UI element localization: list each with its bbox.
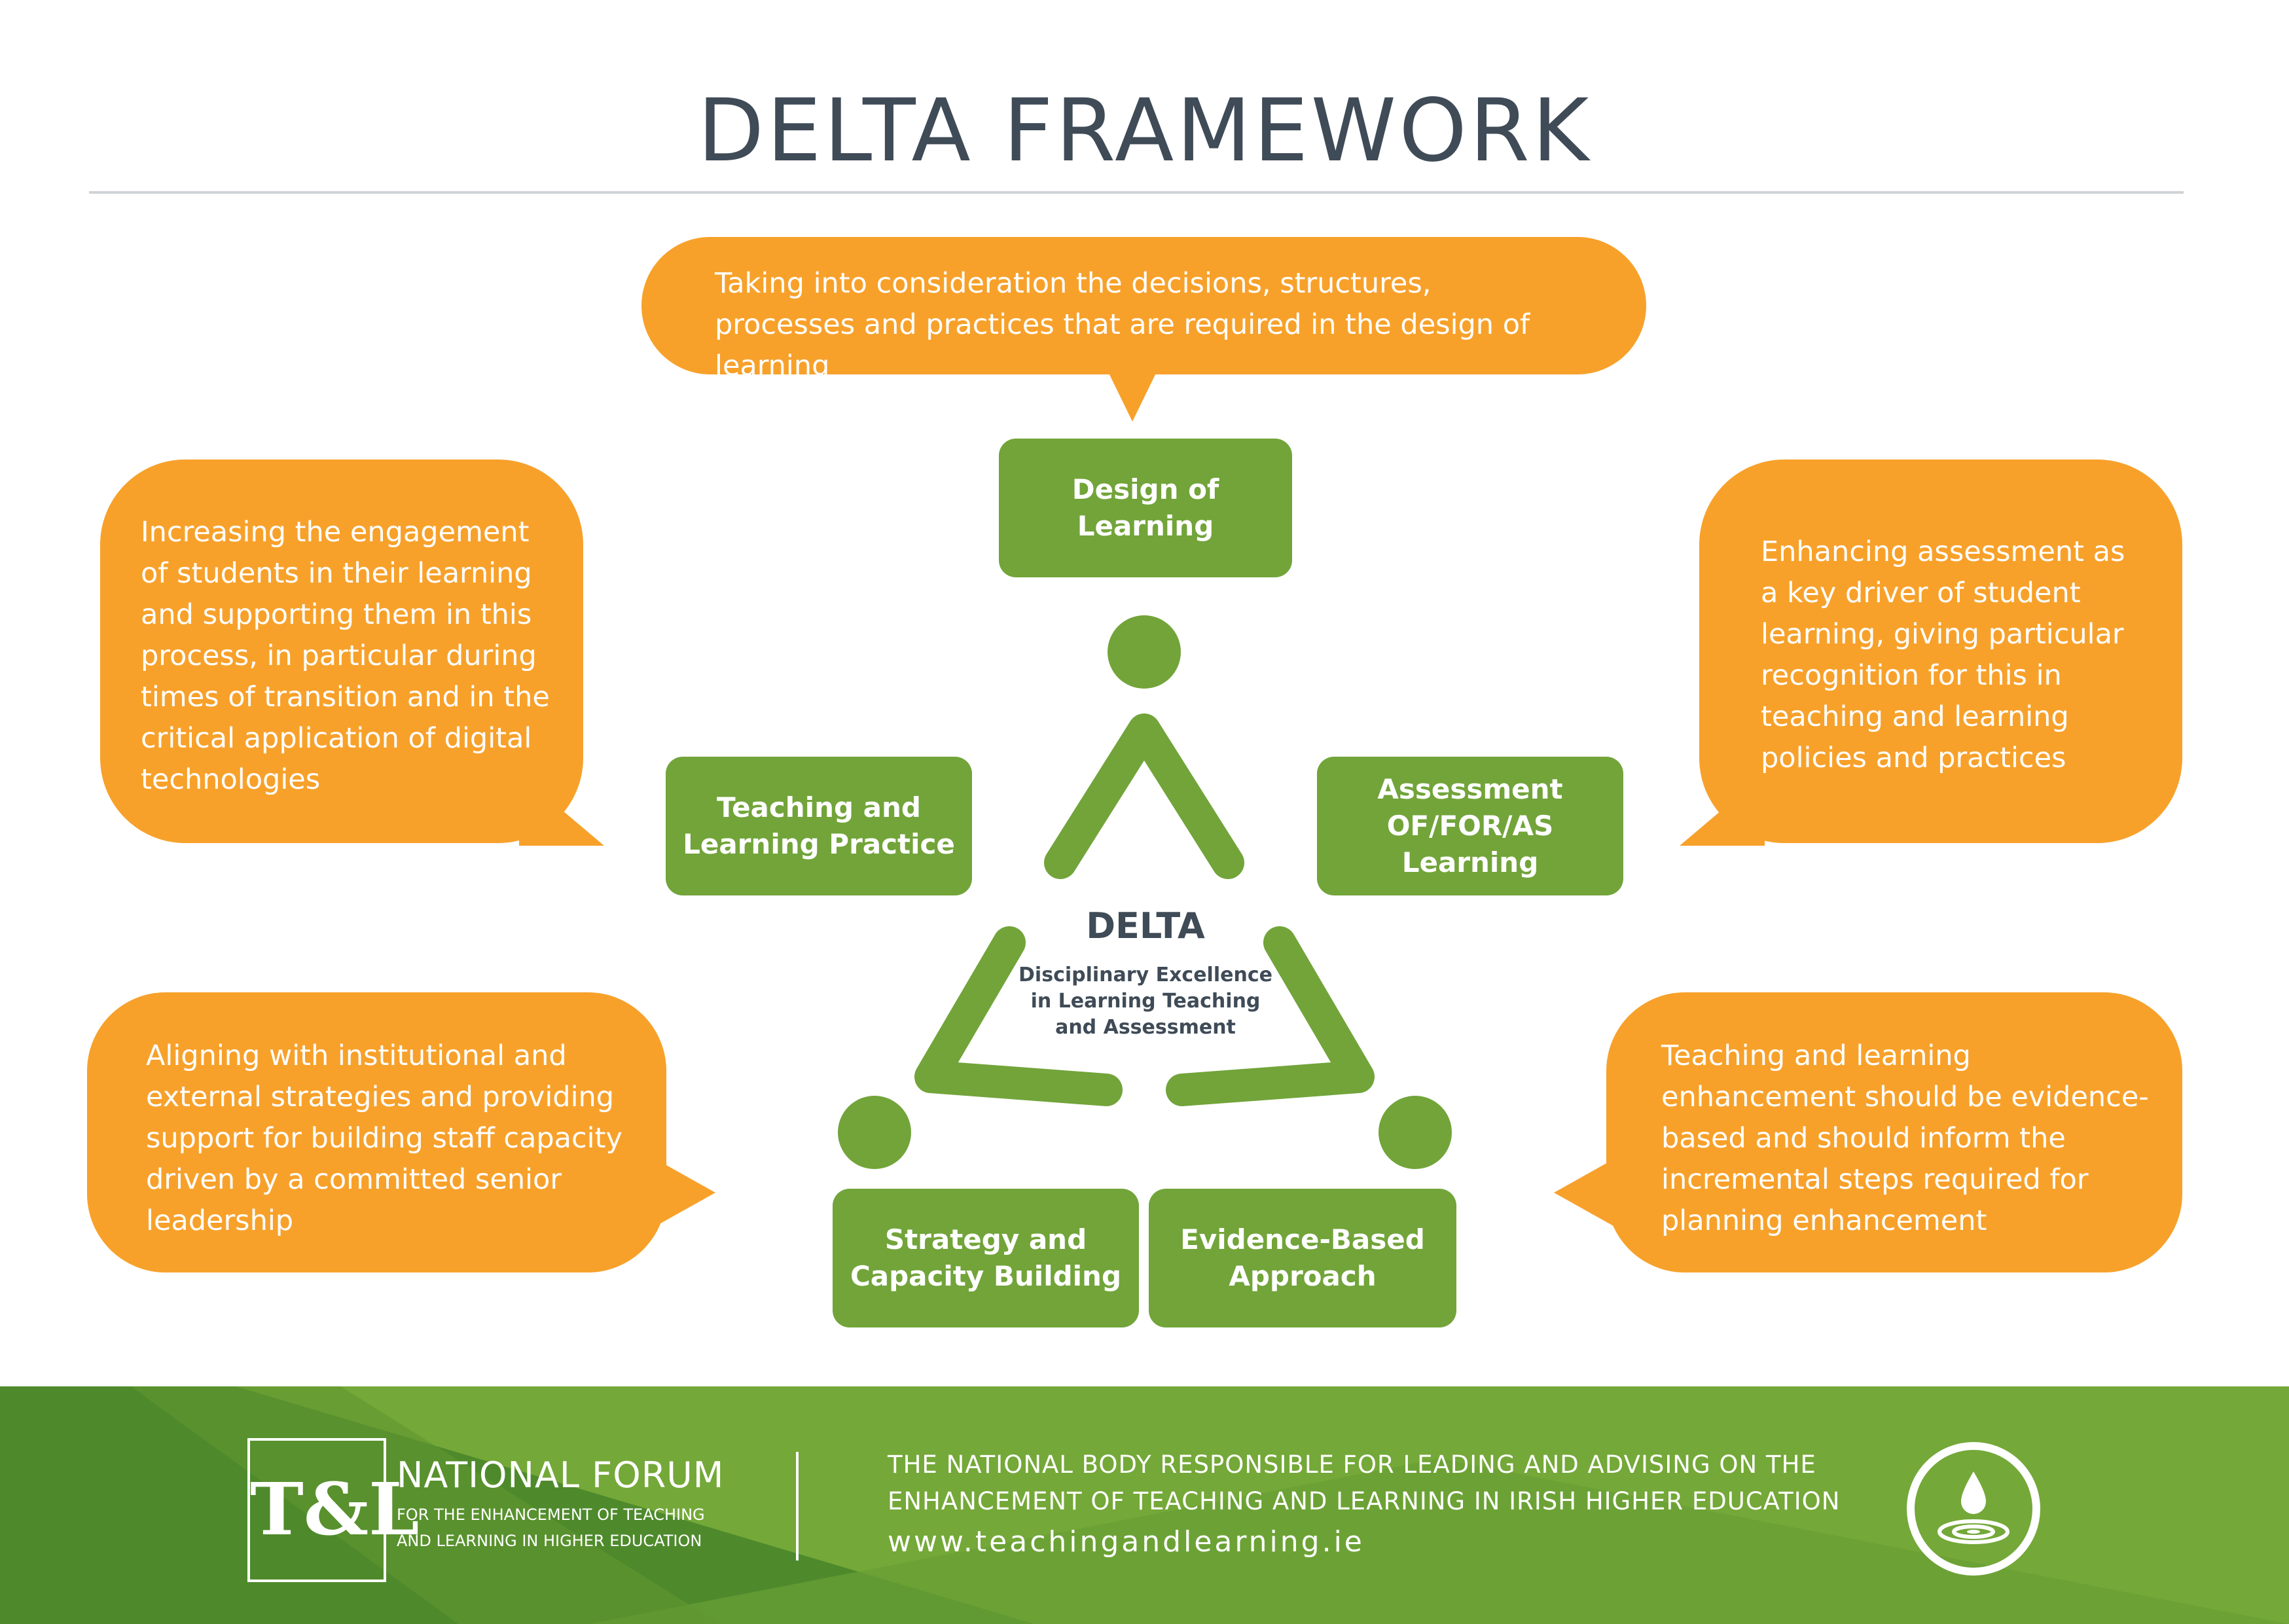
bubble-evidence-tail — [1554, 1156, 1619, 1229]
bubble-assessment-tail — [1680, 774, 1765, 846]
pillar-strategy: Strategy and Capacity Building — [833, 1189, 1139, 1327]
bubble-design-text: Taking into consideration the decisions,… — [715, 267, 1530, 382]
pillar-assessment: Assessment OF/FOR/AS Learning — [1317, 757, 1623, 895]
bubble-design: Taking into consideration the decisions,… — [641, 237, 1646, 422]
emblem-head-right — [1379, 1096, 1452, 1169]
org-subtitle: FOR THE ENHANCEMENT OF TEACHING AND LEAR… — [397, 1506, 705, 1550]
footer-url[interactable]: www.teachingandlearning.ie — [888, 1525, 1365, 1559]
footer-bg-light-wedge — [131, 1386, 720, 1624]
bubble-teaching-text: Increasing the engagement of students in… — [141, 516, 550, 796]
water-drop-icon — [1907, 1442, 2040, 1576]
bubble-strategy: Aligning with institutional and external… — [87, 992, 715, 1272]
bubble-strategy-text: Aligning with institutional and external… — [146, 1039, 622, 1237]
pillar-strategy-label: Strategy and Capacity Building — [850, 1223, 1122, 1292]
tl-logo-icon: T&L — [247, 1438, 420, 1582]
emblem-arm-right — [1166, 926, 1375, 1106]
pillar-teaching-label: Teaching and Learning Practice — [683, 791, 955, 860]
emblem-arm-top — [1044, 713, 1244, 879]
bubble-assessment: Enhancing assessment as a key driver of … — [1680, 460, 2182, 846]
bubble-strategy-tail — [650, 1156, 715, 1229]
center-subtitle: Disciplinary Excellence in Learning Teac… — [1018, 964, 1272, 1039]
bubble-evidence-text: Teaching and learning enhancement should… — [1661, 1039, 2149, 1237]
emblem-head-top — [1108, 615, 1181, 689]
pillar-assessment-label: Assessment OF/FOR/AS Learning — [1377, 773, 1563, 878]
delta-emblem-icon — [838, 615, 1452, 1169]
org-name: NATIONAL FORUM — [397, 1454, 725, 1496]
pillar-evidence: Evidence-Based Approach — [1149, 1189, 1456, 1327]
footer-tagline: THE NATIONAL BODY RESPONSIBLE FOR LEADIN… — [888, 1451, 1841, 1515]
pillar-design-of-learning: Design of Learning — [999, 439, 1292, 577]
emblem-arms — [914, 713, 1375, 1106]
logo-text: T&L — [250, 1467, 420, 1551]
footer-divider — [796, 1452, 799, 1561]
title-divider — [89, 191, 2184, 194]
bubble-assessment-text: Enhancing assessment as a key driver of … — [1761, 535, 2125, 774]
pillar-evidence-label: Evidence-Based Approach — [1180, 1223, 1425, 1292]
footer-bg-mid-wedge — [589, 1458, 2289, 1624]
page-title: DELTA FRAMEWORK — [697, 81, 1592, 181]
footer-background — [0, 1386, 2289, 1624]
emblem-head-left — [838, 1096, 911, 1169]
bubble-teaching: Increasing the engagement of students in… — [100, 460, 604, 846]
emblem-arm-left — [914, 926, 1123, 1106]
center-title: DELTA — [1086, 905, 1205, 947]
footer-band — [0, 1386, 2289, 1624]
bubble-evidence: Teaching and learning enhancement should… — [1554, 992, 2182, 1272]
emblem-heads — [838, 615, 1452, 1169]
pillar-teaching-practice: Teaching and Learning Practice — [666, 757, 972, 895]
pillar-design-label: Design of Learning — [1072, 473, 1219, 542]
bubble-design-tail — [1106, 368, 1159, 422]
bubble-teaching-tail — [519, 774, 604, 846]
